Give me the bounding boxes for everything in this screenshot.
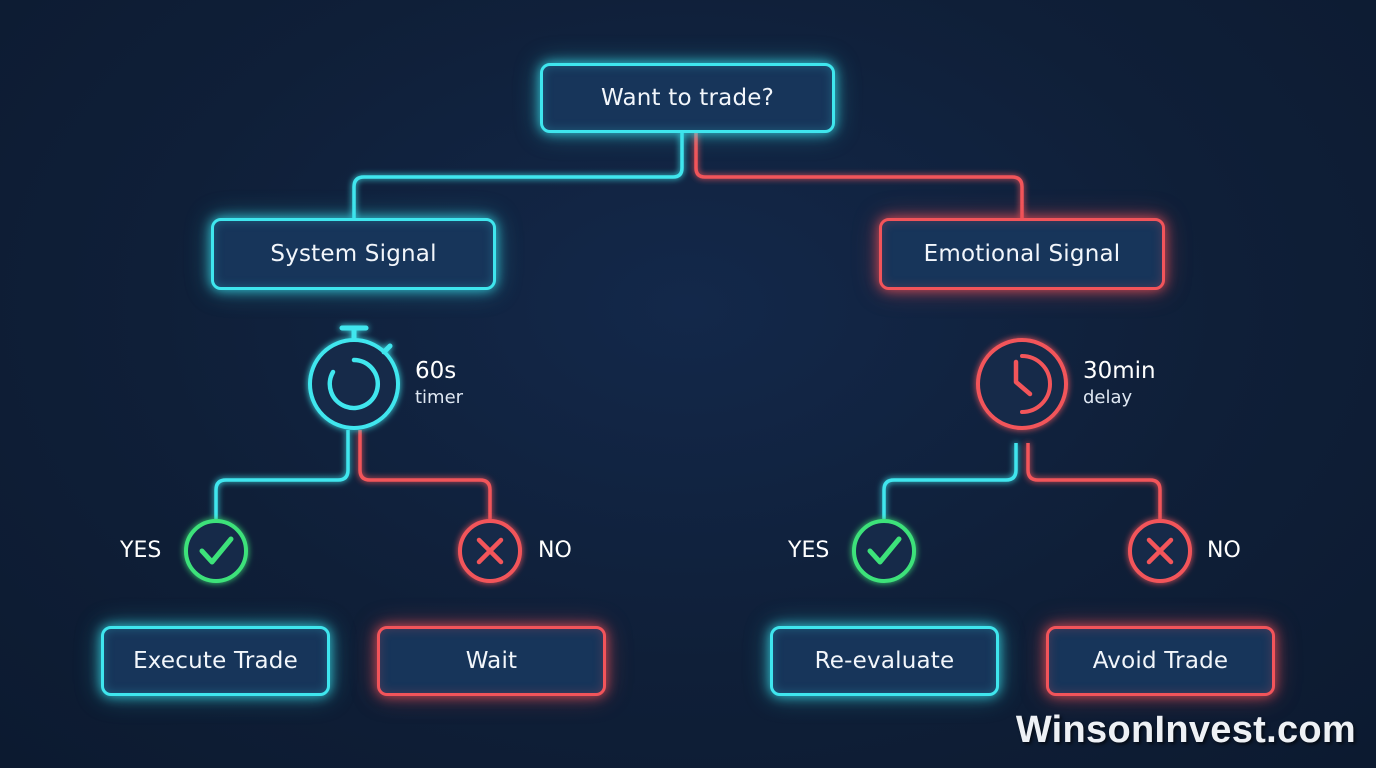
execute-trade-label: Execute Trade [133, 648, 298, 674]
stopwatch-icon [308, 325, 400, 430]
emotional-no-label: NO [1207, 538, 1241, 563]
emotional-delay-label: 30min delay [1083, 360, 1156, 407]
connector-root-to-system [352, 132, 684, 219]
emotional-delay-value: 30min [1083, 358, 1156, 384]
connector-emotional-no [1026, 443, 1162, 519]
avoid-trade-box: Avoid Trade [1046, 626, 1275, 696]
connector-root-to-emotional [694, 132, 1024, 219]
clock-icon [976, 338, 1068, 430]
watermark: WinsonInvest.com [1015, 709, 1356, 751]
x-icon [1128, 519, 1192, 583]
emotional-signal-label: Emotional Signal [923, 241, 1121, 267]
avoid-trade-label: Avoid Trade [1092, 648, 1229, 674]
emotional-signal-box: Emotional Signal [879, 218, 1165, 290]
connector-emotional-yes [882, 443, 1018, 519]
check-icon [184, 519, 248, 583]
system-timer-label: 60s timer [415, 360, 463, 407]
emotional-yes-label: YES [788, 538, 830, 563]
root-question-box: Want to trade? [540, 63, 835, 133]
system-timer-unit: timer [415, 387, 464, 408]
wait-box: Wait [377, 626, 606, 696]
system-signal-label: System Signal [270, 241, 437, 267]
system-no-label: NO [538, 538, 572, 563]
connector-system-no [358, 430, 492, 519]
check-icon [852, 519, 916, 583]
system-yes-label: YES [120, 538, 162, 563]
execute-trade-box: Execute Trade [101, 626, 330, 696]
system-timer-value: 60s [415, 358, 457, 384]
system-signal-box: System Signal [211, 218, 496, 290]
wait-label: Wait [465, 648, 518, 674]
re-evaluate-box: Re-evaluate [770, 626, 999, 696]
root-question-label: Want to trade? [601, 85, 774, 111]
x-icon [458, 519, 522, 583]
connector-system-yes [214, 430, 350, 519]
emotional-delay-unit: delay [1083, 387, 1133, 408]
re-evaluate-label: Re-evaluate [814, 648, 955, 674]
